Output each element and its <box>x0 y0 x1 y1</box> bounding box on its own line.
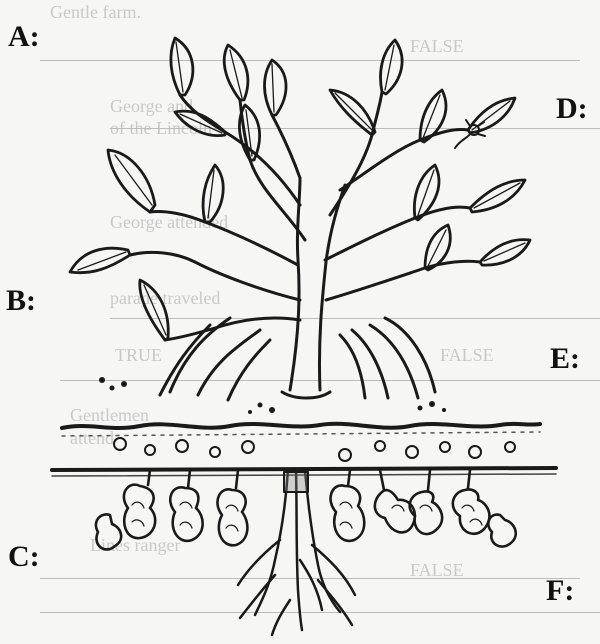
peg <box>338 333 367 400</box>
branch <box>324 259 482 302</box>
answer-line <box>110 128 600 129</box>
leaf <box>478 238 532 267</box>
peanut-pod <box>329 484 366 543</box>
underground-line <box>50 466 558 472</box>
peanut-pod <box>451 488 491 535</box>
leaf <box>138 278 170 342</box>
peg <box>383 316 437 394</box>
leaf-veins <box>77 41 526 336</box>
bleed-text: George and <box>110 96 194 116</box>
bleed-text: FALSE <box>410 560 464 580</box>
bleed-text: Gentle farm. <box>50 2 141 22</box>
answer-line <box>60 380 600 381</box>
peg <box>368 323 420 400</box>
roots <box>236 468 357 637</box>
leaf <box>238 103 261 162</box>
flower <box>454 119 486 149</box>
branch <box>178 93 302 207</box>
leaf <box>379 38 404 96</box>
leaf <box>201 163 225 224</box>
leaf <box>106 148 157 214</box>
leaf <box>263 58 288 117</box>
peg <box>168 316 232 394</box>
soil-band <box>61 431 541 437</box>
bleed-text: George attended <box>110 212 229 232</box>
peg <box>196 328 262 397</box>
peanut-pod <box>373 488 417 534</box>
branch <box>163 316 302 342</box>
underground-line-2 <box>51 473 557 477</box>
leaf <box>173 109 227 138</box>
branch <box>338 128 470 192</box>
soil-surface-line <box>60 421 542 430</box>
branch <box>148 210 300 267</box>
peanut-pod <box>408 490 444 536</box>
bleed-text: FALSE <box>410 36 464 56</box>
root-crown <box>283 471 309 493</box>
bleed-text: attend <box>70 428 114 448</box>
label-a: A: <box>8 20 40 53</box>
peanut-pod <box>169 486 204 543</box>
bleed-text: Gentlemen <box>70 405 149 425</box>
leaf <box>222 43 250 102</box>
answer-line <box>110 318 600 319</box>
trunk-base <box>280 390 332 400</box>
leaf <box>468 178 527 214</box>
bleed-text: Lines ranger <box>90 535 181 555</box>
peg <box>350 328 390 400</box>
branch <box>128 250 302 302</box>
leaf <box>423 223 452 272</box>
branch <box>270 113 302 180</box>
leaf <box>418 88 448 144</box>
leaf <box>466 96 517 135</box>
label-b: B: <box>6 284 36 317</box>
bleed-text: FALSE <box>440 345 494 365</box>
label-e: E: <box>550 342 580 375</box>
peanut-pod <box>216 488 249 547</box>
peanut-pods <box>94 468 517 551</box>
answer-line <box>40 612 600 613</box>
leaves <box>68 36 532 342</box>
leaf <box>68 246 132 275</box>
main-stem <box>288 176 347 392</box>
bleed-text: parade traveled <box>110 288 221 308</box>
branch <box>328 90 384 217</box>
label-c: C: <box>8 540 40 573</box>
pod-texture <box>131 501 483 532</box>
label-f: F: <box>546 574 575 607</box>
leaf <box>328 88 377 137</box>
answer-line <box>40 60 580 61</box>
bleed-text: TRUE <box>115 345 162 365</box>
peg <box>158 323 212 397</box>
soil-pebbles <box>113 437 516 462</box>
peanut-pod <box>122 483 157 540</box>
peg <box>226 338 272 402</box>
leaf <box>169 36 195 97</box>
soil-dots <box>99 377 446 414</box>
leaf <box>412 163 441 222</box>
label-d: D: <box>556 92 588 125</box>
